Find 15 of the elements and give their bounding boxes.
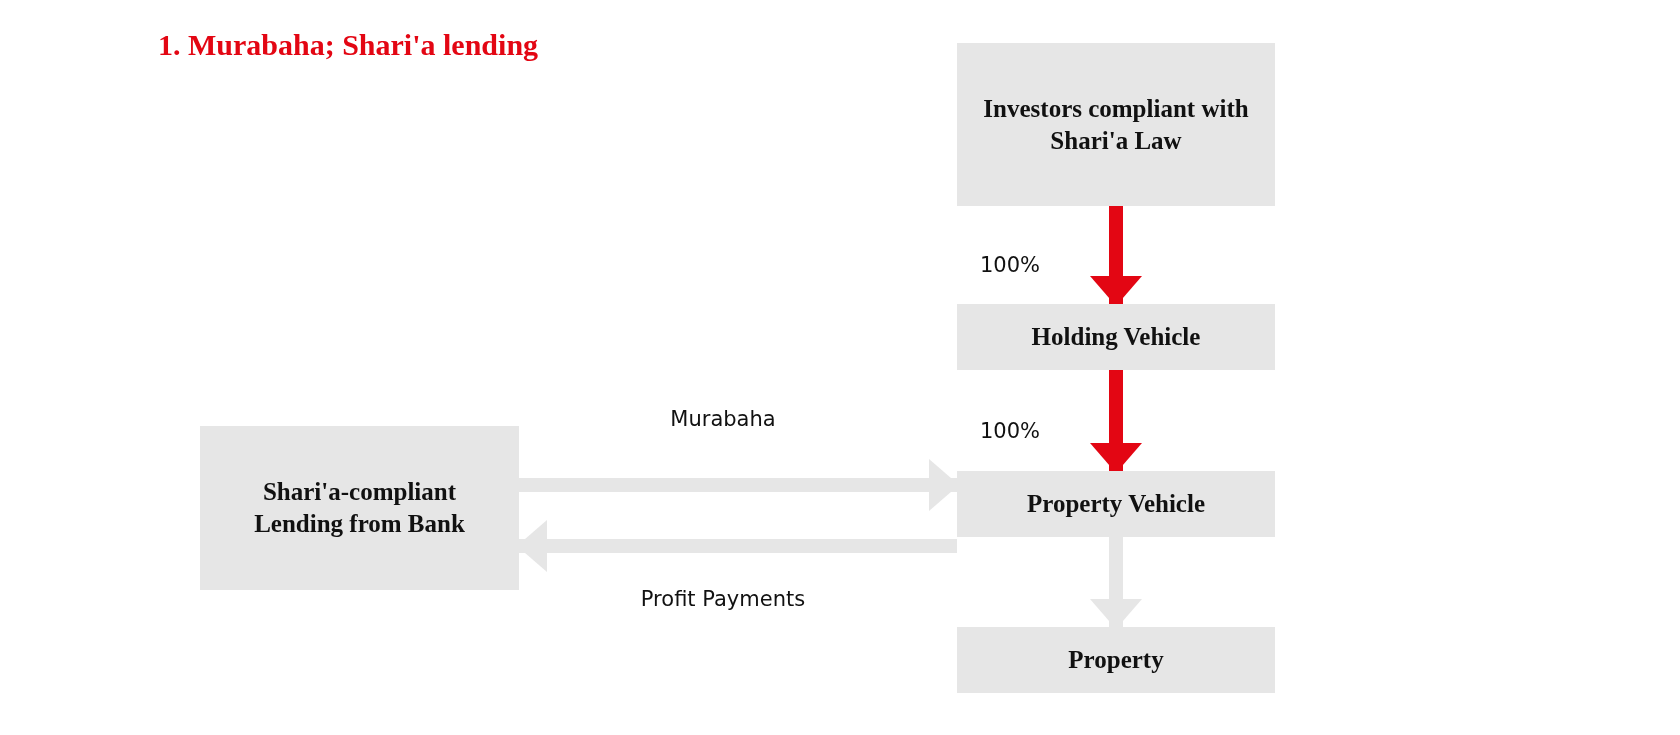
diagram-title: 1. Murabaha; Shari'a lending (158, 27, 539, 63)
box-label: Property (1068, 645, 1164, 675)
block-arrow (1090, 206, 1142, 306)
entity-box (957, 627, 1275, 693)
entity-box (957, 304, 1275, 370)
box-label: Holding Vehicle (1031, 322, 1201, 352)
entity-box (957, 43, 1275, 206)
entity-box (957, 471, 1275, 537)
block-arrow (519, 459, 959, 511)
box-label: Property Vehicle (1027, 489, 1205, 519)
entity-box (200, 426, 519, 590)
block-arrow (1090, 537, 1142, 629)
box-label: Shari'a-compliant Lending from Bank (253, 477, 466, 539)
block-arrow (1090, 370, 1142, 473)
box-label: Investors compliant with Shari'a Law (982, 93, 1250, 156)
